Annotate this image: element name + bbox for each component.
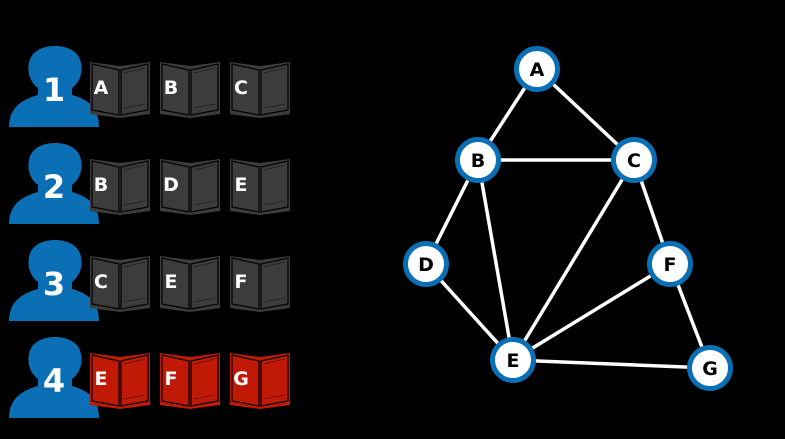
person-number: 4 [43, 362, 65, 400]
graph-node-e: E [490, 337, 536, 383]
book-letter: A [94, 77, 109, 99]
graph-node-g: G [687, 345, 733, 391]
person-number: 3 [43, 265, 65, 303]
graph-edge-e-g [512, 358, 711, 370]
person-silhouette-icon [9, 337, 99, 418]
person-number: 1 [43, 71, 65, 109]
graph-node-label: C [627, 150, 641, 172]
graph-node-label: A [530, 59, 545, 81]
book-letter: E [165, 271, 178, 293]
book-icon [230, 62, 290, 118]
person-row: 4 E F G [9, 337, 290, 418]
book-letter: E [235, 174, 248, 196]
graph-node-f: F [647, 241, 693, 287]
book-letter: C [94, 271, 108, 293]
book-letter: E [95, 368, 108, 390]
book-icon [90, 353, 150, 409]
book-letter: B [164, 77, 178, 99]
person-row: 2 B D E [9, 143, 290, 224]
graph-node-label: G [702, 358, 718, 380]
graph-edge-e-f [512, 262, 671, 362]
person-silhouette-icon [9, 46, 99, 127]
book-letter: G [233, 368, 249, 390]
graph-node-a: A [514, 46, 560, 92]
graph-node-b: B [455, 137, 501, 183]
graph-edge-c-e [511, 159, 636, 361]
book-letter: F [165, 368, 178, 390]
graph-node-label: B [471, 150, 485, 172]
book-letter: D [163, 174, 179, 196]
book-icon [230, 159, 290, 215]
book-letter: F [235, 271, 248, 293]
person-row: 1 A B C [9, 46, 290, 127]
graph-node-label: E [507, 350, 520, 372]
person-row: 3 C E F [9, 240, 290, 321]
person-silhouette-icon [9, 240, 99, 321]
book-letter: B [94, 174, 108, 196]
book-icon [160, 159, 220, 215]
graph-edge-b-e [476, 159, 515, 361]
graph-node-label: F [664, 254, 677, 276]
graph-node-d: D [403, 241, 449, 287]
book-icon [90, 62, 150, 118]
book-icon [160, 353, 220, 409]
book-icon [160, 62, 220, 118]
person-number: 2 [43, 168, 65, 206]
book-icon [230, 353, 290, 409]
book-icon [230, 256, 290, 312]
book-letter: C [234, 77, 248, 99]
book-icon [90, 159, 150, 215]
graph-node-label: D [418, 254, 434, 276]
graph-nodes: A B C D E F G [403, 46, 733, 391]
graph-edges [424, 67, 712, 370]
book-icon [160, 256, 220, 312]
book-icon [90, 256, 150, 312]
graph-node-c: C [611, 137, 657, 183]
people-book-list: 1 A B C 2 B D E 3 C E F 4 E F G [9, 46, 290, 418]
person-silhouette-icon [9, 143, 99, 224]
